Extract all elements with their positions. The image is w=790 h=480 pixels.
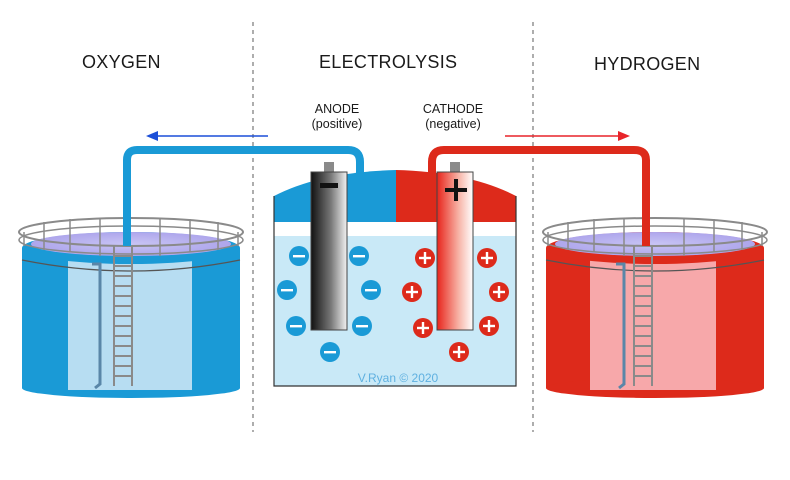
oxygen-pipe <box>123 146 364 246</box>
cathode-label: CATHODE (negative) <box>414 102 492 132</box>
oxygen-title: OXYGEN <box>82 52 161 72</box>
negative-ions <box>277 246 381 362</box>
oxygen-tank-ladder <box>113 246 133 386</box>
negative-ion-icon <box>352 316 372 336</box>
hydrogen-storage-tank <box>542 217 768 398</box>
credit-text: V.Ryan © 2020 <box>358 371 439 385</box>
electrolysis-title: ELECTROLYSIS <box>319 52 458 72</box>
positive-terminal-icon <box>445 179 467 201</box>
positive-ion-icon <box>413 318 433 338</box>
negative-ion-icon <box>361 280 381 300</box>
negative-ion-icon <box>277 280 297 300</box>
hydrogen-flow-arrow <box>505 131 630 141</box>
positive-ion-icon <box>402 282 422 302</box>
negative-ion-icon <box>320 342 340 362</box>
positive-ion-icon <box>477 248 497 268</box>
negative-terminal-icon <box>320 183 338 188</box>
anode-electrode <box>310 162 348 331</box>
anode-name: ANODE <box>314 102 360 116</box>
positive-ion-icon <box>489 282 509 302</box>
negative-ion-icon <box>286 316 306 336</box>
positive-ion-icon <box>479 316 499 336</box>
cathode-electrode <box>436 162 474 331</box>
hydrogen-tank-ladder <box>633 246 653 386</box>
hydrogen-title: HYDROGEN <box>594 54 701 74</box>
anode-polarity: (positive) <box>311 117 363 131</box>
cell-container <box>273 196 517 387</box>
positive-ion-icon <box>415 248 435 268</box>
positive-ions <box>402 248 509 362</box>
cathode-name: CATHODE <box>422 102 484 116</box>
negative-ion-icon <box>289 246 309 266</box>
positive-ion-icon <box>449 342 469 362</box>
anode-label: ANODE (positive) <box>305 102 369 132</box>
electrolysis-cell <box>273 170 517 387</box>
cathode-polarity: (negative) <box>425 117 481 131</box>
negative-ion-icon <box>349 246 369 266</box>
oxygen-flow-arrow <box>146 131 268 141</box>
hydrogen-pipe <box>428 146 650 246</box>
